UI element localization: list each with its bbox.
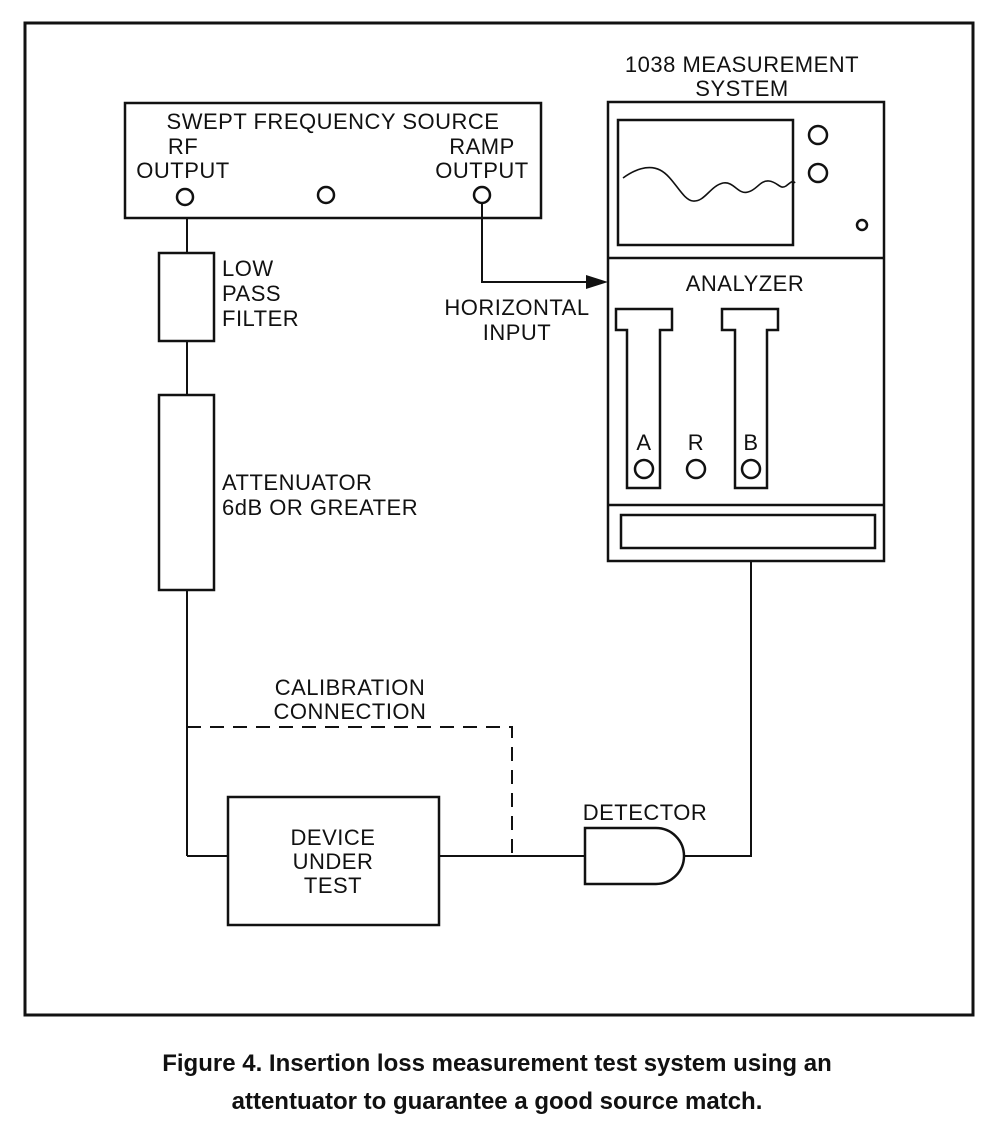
- display-screen: [616, 118, 795, 247]
- measurement-system-title-line2: SYSTEM: [695, 76, 788, 101]
- calibration-label-line2: CONNECTION: [274, 699, 427, 724]
- dut-label-line3: TEST: [304, 873, 362, 898]
- analyzer-label: ANALYZER: [686, 271, 805, 296]
- attenuator-box: [157, 393, 216, 592]
- figure-frame: [23, 21, 975, 1017]
- measurement-system-title-line1: 1038 MEASUREMENT: [625, 52, 859, 77]
- port-a-label: A: [636, 430, 651, 455]
- rf-output-label-line1: RF: [168, 134, 198, 159]
- ramp-to-horizontal-input-wire: [481, 204, 588, 283]
- port-a-connector: [633, 458, 655, 480]
- attenuator-label-line1: ATTENUATOR: [222, 470, 372, 495]
- horizontal-input-arrowhead: [586, 275, 608, 289]
- analyzer-plugin-b: [720, 307, 780, 490]
- horizontal-input-label-line2: INPUT: [483, 320, 552, 345]
- port-r-label: R: [688, 430, 704, 455]
- port-b-label: B: [743, 430, 758, 455]
- dut-label-line1: DEVICE: [291, 825, 376, 850]
- display-knob-upper: [807, 124, 829, 146]
- detector-to-port-b-wire: [684, 478, 752, 857]
- low-pass-filter-box: [157, 251, 216, 343]
- rf-output-connector: [175, 187, 195, 207]
- ramp-output-label-line1: RAMP: [449, 134, 515, 159]
- dut-label-line2: UNDER: [293, 849, 374, 874]
- source-title: SWEPT FREQUENCY SOURCE: [167, 109, 500, 134]
- calibration-label-line1: CALIBRATION: [275, 675, 426, 700]
- figure-caption-line2: attentuator to guarantee a good source m…: [232, 1088, 763, 1115]
- display-waveform: [622, 166, 796, 202]
- detector-shape: [583, 826, 686, 886]
- display-knob-small: [855, 218, 869, 232]
- device-under-test-box: [226, 795, 441, 927]
- port-r-connector: [685, 458, 707, 480]
- ramp-output-connector: [472, 185, 492, 205]
- front-panel-strip: [619, 513, 877, 550]
- rf-output-label-line2: OUTPUT: [136, 158, 229, 183]
- horizontal-input-label-line1: HORIZONTAL: [444, 295, 589, 320]
- low-pass-filter-label-line1: LOW: [222, 256, 274, 281]
- low-pass-filter-label-line3: FILTER: [222, 306, 299, 331]
- ramp-output-label-line2: OUTPUT: [435, 158, 528, 183]
- low-pass-filter-label-line2: PASS: [222, 281, 281, 306]
- source-middle-knob: [316, 185, 336, 205]
- analyzer-plugin-a: [614, 307, 674, 490]
- attenuator-label-line2: 6dB OR GREATER: [222, 495, 418, 520]
- port-b-connector: [740, 458, 762, 480]
- figure-caption-line1: Figure 4. Insertion loss measurement tes…: [162, 1050, 832, 1077]
- display-knob-lower: [807, 162, 829, 184]
- detector-label: DETECTOR: [583, 800, 708, 825]
- calibration-connection-dashed-line: [187, 726, 513, 856]
